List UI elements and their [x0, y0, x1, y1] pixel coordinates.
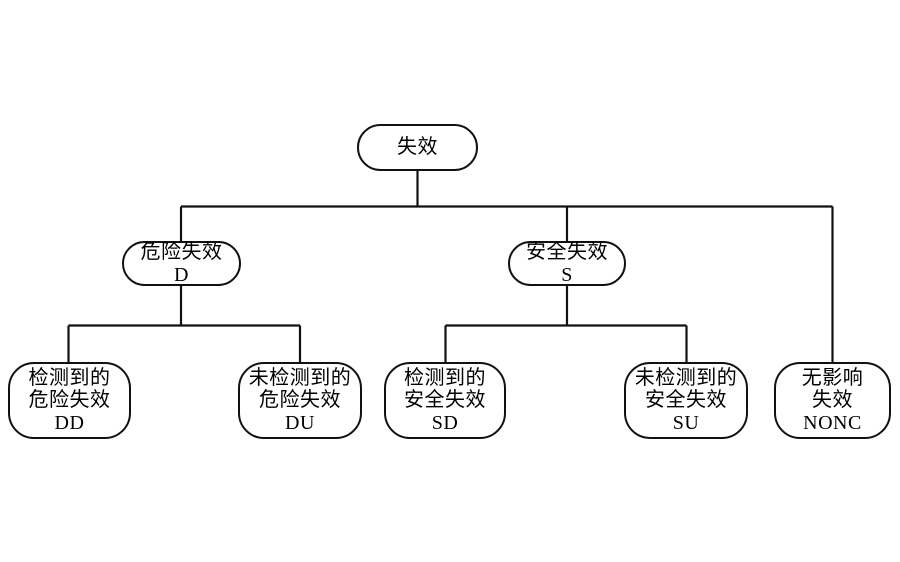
node-s-code: S [561, 263, 573, 286]
node-d-label: 危险失效 [140, 241, 223, 264]
node-undetected-dangerous-failure[interactable]: 未检测到的 危险失效 DU [238, 362, 362, 439]
node-su-code: SU [672, 411, 700, 434]
node-su-label-line1: 未检测到的 [634, 366, 738, 389]
node-root-label: 失效 [397, 136, 438, 159]
node-dd-label-line1: 检测到的 [28, 366, 111, 389]
node-du-label-line1: 未检测到的 [248, 366, 352, 389]
node-dangerous-failure[interactable]: 危险失效 D [122, 241, 241, 286]
node-detected-dangerous-failure[interactable]: 检测到的 危险失效 DD [8, 362, 131, 439]
node-dd-code: DD [54, 411, 85, 434]
node-s-label: 安全失效 [526, 241, 608, 264]
node-d-code: D [174, 263, 189, 286]
node-undetected-safe-failure[interactable]: 未检测到的 安全失效 SU [624, 362, 748, 439]
node-sd-code: SD [431, 411, 459, 434]
node-detected-safe-failure[interactable]: 检测到的 安全失效 SD [384, 362, 506, 439]
node-no-effect-failure[interactable]: 无影响 失效 NONC [774, 362, 891, 439]
node-nonc-label-line2: 失效 [812, 389, 853, 412]
node-nonc-code: NONC [803, 411, 862, 434]
node-dd-label-line2: 危险失效 [28, 389, 111, 412]
node-failure-root[interactable]: 失效 [357, 124, 478, 171]
node-nonc-label-line1: 无影响 [801, 366, 864, 389]
node-du-code: DU [285, 411, 315, 434]
node-sd-label-line2: 安全失效 [404, 389, 486, 412]
node-safe-failure[interactable]: 安全失效 S [508, 241, 626, 286]
node-su-label-line2: 安全失效 [645, 389, 727, 412]
node-du-label-line2: 危险失效 [259, 389, 341, 412]
node-sd-label-line1: 检测到的 [404, 366, 486, 389]
